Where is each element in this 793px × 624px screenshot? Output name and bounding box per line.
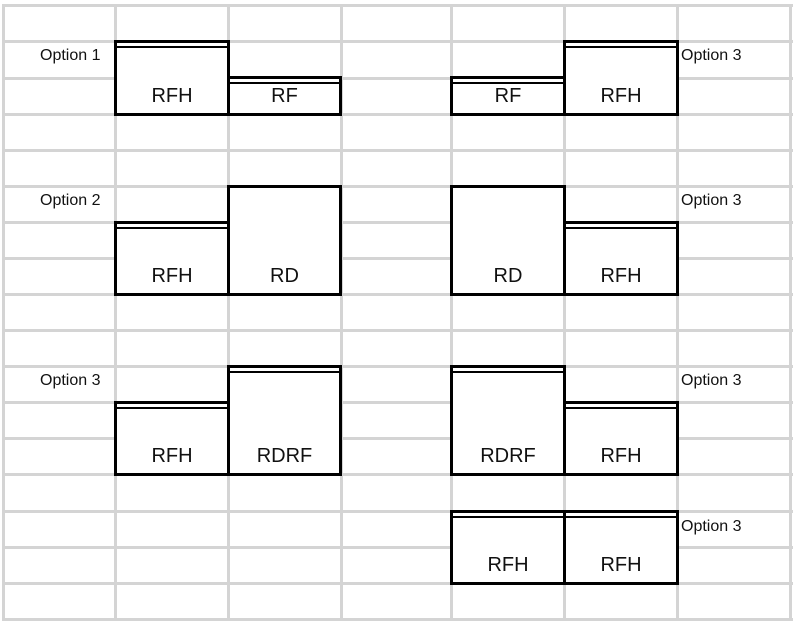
box-label: RFH — [487, 554, 529, 576]
grid-row-line — [2, 473, 793, 476]
grid-row-line — [2, 293, 793, 296]
box-rfh: RFH — [114, 40, 230, 116]
option-label: Option 3 — [679, 372, 744, 390]
box-rf: RF — [227, 76, 342, 116]
option-label: Option 3 — [679, 47, 744, 65]
option-label: Option 2 — [38, 192, 103, 210]
grid-column-line — [2, 5, 5, 621]
box-rd: RD — [450, 185, 566, 296]
option-label: Option 3 — [38, 372, 103, 390]
grid-row-line — [2, 618, 793, 621]
box-rd: RD — [227, 185, 342, 296]
grid-row-line — [2, 365, 793, 368]
grid-row-line — [2, 546, 793, 549]
box-rdrf: RDRF — [450, 365, 566, 476]
box-label: RDRF — [256, 445, 313, 467]
box-rf: RF — [450, 76, 566, 116]
grid-row-line — [2, 510, 793, 513]
box-label: RFH — [151, 445, 193, 467]
option-label: Option 3 — [679, 192, 744, 210]
grid-row-line — [2, 185, 793, 188]
box-rfh: RFH — [114, 221, 230, 296]
box-label: RDRF — [480, 445, 536, 467]
box-label: RD — [270, 265, 299, 287]
grid-row-line — [2, 437, 793, 440]
box-label: RFH — [151, 85, 193, 107]
grid-row-line — [2, 221, 793, 224]
box-rfh: RFH — [563, 510, 679, 585]
grid-row-line — [2, 401, 793, 404]
box-rfh: RFH — [563, 40, 679, 116]
box-rfh: RFH — [114, 401, 230, 476]
grid-row-line — [2, 257, 793, 260]
grid-row-line — [2, 40, 793, 43]
box-label: RFH — [600, 554, 642, 576]
grid-column-line — [676, 5, 679, 621]
box-label: RFH — [600, 85, 642, 107]
option-label: Option 3 — [679, 518, 744, 536]
box-rfh: RFH — [563, 401, 679, 476]
grid-row-line — [2, 113, 793, 116]
grid-column-line — [789, 5, 792, 621]
grid-row-line — [2, 329, 793, 332]
box-label: RFH — [151, 265, 193, 287]
box-label: RFH — [600, 265, 642, 287]
grid-row-line — [2, 582, 793, 585]
box-rfh: RFH — [563, 221, 679, 296]
grid-row-line — [2, 149, 793, 152]
box-rdrf: RDRF — [227, 365, 342, 476]
grid-column-line — [450, 5, 453, 621]
box-label: RD — [493, 265, 523, 287]
grid-column-line — [340, 5, 343, 621]
box-label: RFH — [600, 445, 642, 467]
box-rfh: RFH — [450, 510, 566, 585]
option-label: Option 1 — [38, 47, 103, 65]
box-label: RF — [271, 85, 298, 107]
box-label: RF — [494, 85, 522, 107]
grid-column-line — [563, 5, 566, 621]
grid-column-line — [227, 5, 230, 621]
grid-column-line — [114, 5, 117, 621]
grid-row-line — [2, 77, 793, 80]
grid-row-line — [2, 4, 793, 7]
